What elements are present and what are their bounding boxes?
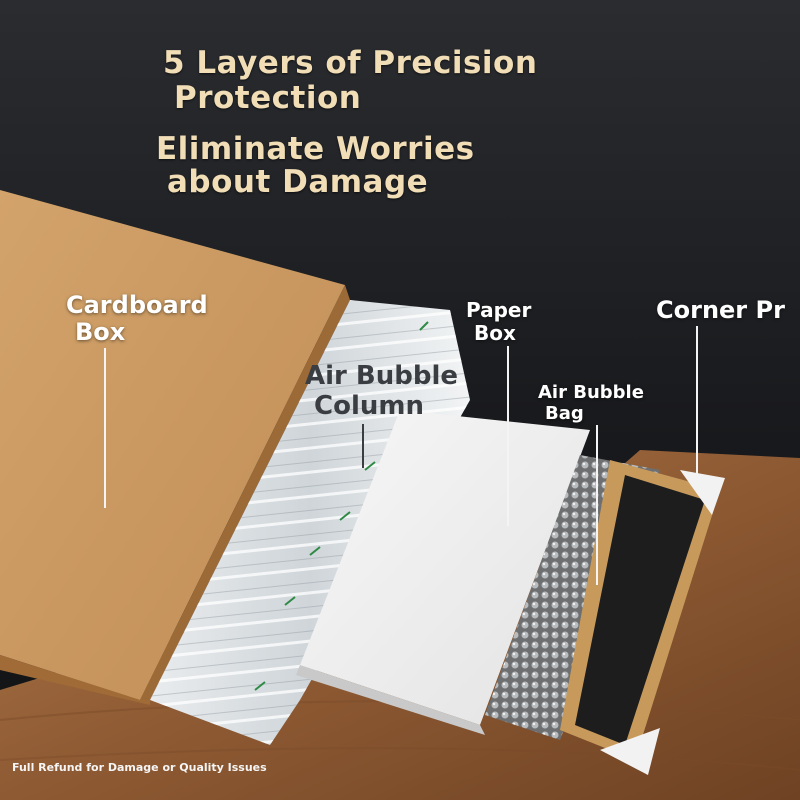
air-bubble-column-label-2: Column — [314, 391, 424, 421]
air-bubble-bag-leader — [596, 425, 598, 585]
headline-line-2: Protection — [174, 80, 362, 116]
air-bubble-bag-label-1: Air Bubble — [538, 382, 644, 403]
headline-line-1: 5 Layers of Precision — [163, 45, 538, 81]
headline-line-3: Eliminate Worries — [156, 131, 475, 167]
air-bubble-column-label-1: Air Bubble — [305, 361, 459, 391]
air-bubble-column-leader — [362, 424, 364, 468]
refund-note: Full Refund for Damage or Quality Issues — [12, 761, 267, 774]
paper-box-label-2: Box — [474, 321, 516, 345]
paper-box-label-1: Paper — [466, 298, 532, 322]
cardboard-box-label-2: Box — [75, 318, 126, 346]
cardboard-box-leader — [104, 348, 106, 508]
paper-box-leader — [507, 346, 509, 526]
air-bubble-bag-label-2: Bag — [545, 403, 584, 424]
cardboard-box-label-1: Cardboard — [66, 291, 208, 319]
corner-protector-leader — [696, 326, 698, 474]
corner-protector-label: Corner Pr — [656, 296, 785, 324]
headline-line-4: about Damage — [167, 164, 429, 200]
